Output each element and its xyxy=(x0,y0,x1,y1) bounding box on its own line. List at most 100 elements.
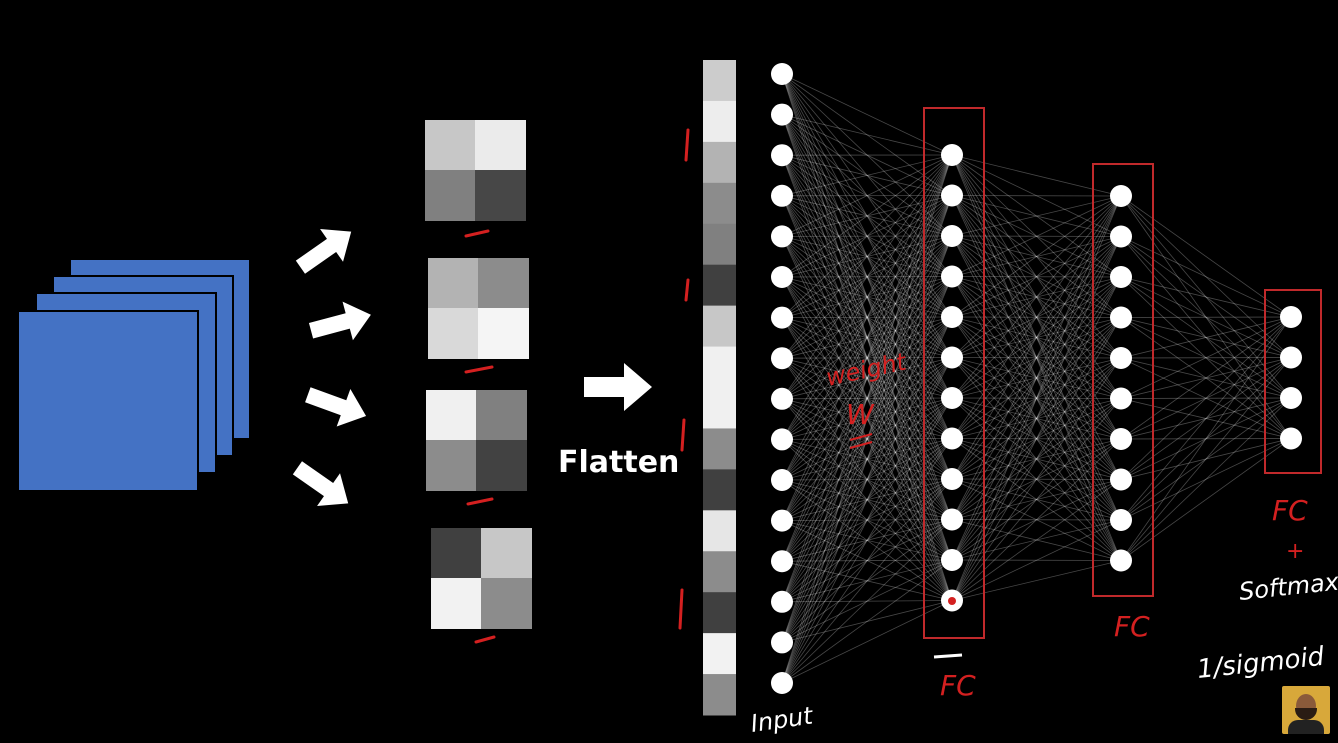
pooled-cell xyxy=(475,170,526,221)
connection-line xyxy=(781,600,953,684)
flatten-cell xyxy=(703,141,736,184)
feature-map xyxy=(17,310,199,492)
arrow-icon xyxy=(305,387,367,427)
pooled-cell xyxy=(478,258,529,309)
fc2-node xyxy=(1110,347,1132,369)
input-node xyxy=(771,387,793,410)
pooled-map xyxy=(426,390,527,491)
connection-line xyxy=(1120,357,1292,440)
connection-line xyxy=(1120,316,1292,440)
pooling-arrows xyxy=(292,229,371,506)
fc1-node xyxy=(941,265,963,288)
pooled-map xyxy=(428,258,529,359)
pooled-cell xyxy=(428,308,479,359)
pooled-cell xyxy=(425,170,476,221)
connection-line xyxy=(951,560,1122,601)
plus-annotation: + xyxy=(1286,539,1304,564)
pooled-cell xyxy=(426,440,477,491)
selected-node-mark xyxy=(948,597,956,605)
flatten-column xyxy=(703,60,736,716)
fc1-underline xyxy=(933,653,963,659)
flatten-arrow-icon xyxy=(584,363,652,411)
connection-line xyxy=(1120,276,1292,358)
fc1-box xyxy=(923,107,985,639)
output-box xyxy=(1264,289,1322,474)
input-node xyxy=(771,306,793,329)
fc1-node xyxy=(941,225,963,247)
w-underline xyxy=(849,433,873,449)
input-node xyxy=(771,347,793,370)
flatten-cell xyxy=(703,674,736,716)
input-node xyxy=(771,103,793,126)
connection-line xyxy=(1120,438,1292,480)
connection-line xyxy=(1120,357,1292,521)
fc2-node xyxy=(1110,549,1132,572)
fc2-node xyxy=(1110,306,1132,329)
connection-line xyxy=(1120,398,1292,439)
fc1-node xyxy=(941,346,963,369)
connection-line xyxy=(1120,357,1292,399)
connection-line xyxy=(1120,316,1292,480)
connection-line xyxy=(781,73,953,156)
fc2-node xyxy=(1110,225,1132,248)
input-node xyxy=(771,266,793,288)
connection-line xyxy=(1120,357,1292,399)
connection-line xyxy=(1120,317,1292,439)
connection-line xyxy=(1120,357,1292,480)
connection-line xyxy=(1120,195,1292,318)
output-node xyxy=(1280,306,1302,328)
output-node xyxy=(1280,387,1302,409)
pooled-cell xyxy=(481,528,532,579)
connection-line xyxy=(1120,357,1292,439)
input-node xyxy=(771,590,793,613)
flatten-cell xyxy=(703,264,736,307)
flatten-label: Flatten xyxy=(558,445,679,480)
connection-line xyxy=(1120,195,1292,439)
input-node xyxy=(771,63,793,85)
fc1-label: FC xyxy=(940,669,976,702)
pooled-map xyxy=(431,528,532,629)
connection-line xyxy=(951,317,1122,601)
connection-line xyxy=(1120,357,1292,561)
flatten-cell xyxy=(703,469,736,511)
softmax-annotation: Softmax xyxy=(1238,568,1338,606)
input-node xyxy=(771,631,793,654)
connection-line xyxy=(951,195,1122,197)
pooled-maps xyxy=(425,120,532,629)
annotation-marks xyxy=(464,128,690,644)
fc2-node xyxy=(1110,428,1132,450)
input-node xyxy=(771,184,793,207)
input-node xyxy=(771,672,793,694)
connection-line xyxy=(1120,316,1292,399)
w-annotation: W xyxy=(846,398,875,431)
connection-line xyxy=(951,154,1122,197)
flatten-cell xyxy=(703,387,736,429)
input-node xyxy=(771,509,793,532)
connection-line xyxy=(1120,236,1292,358)
pooled-cell xyxy=(425,120,476,171)
input-annotation: Input xyxy=(749,701,816,738)
fc2-label: FC xyxy=(1114,610,1150,643)
connection-line xyxy=(1120,236,1292,399)
connection-line xyxy=(1120,397,1292,561)
flatten-cell xyxy=(703,551,736,593)
connection-line xyxy=(1120,317,1292,358)
pooled-cell xyxy=(426,390,477,441)
connection-line xyxy=(1120,438,1292,561)
input-node xyxy=(771,225,793,248)
input-node xyxy=(771,550,793,573)
connection-line xyxy=(1120,316,1292,359)
flatten-cell xyxy=(703,510,736,552)
connection-line xyxy=(1120,276,1292,399)
pooled-cell xyxy=(431,578,482,629)
fc1-node xyxy=(941,144,963,166)
flatten-cell xyxy=(703,60,736,102)
fc3-label: FC xyxy=(1272,494,1308,527)
fc1-node xyxy=(941,427,963,450)
arrow-icon xyxy=(308,301,371,341)
output-node xyxy=(1280,427,1302,450)
flatten-cell xyxy=(703,428,736,470)
connection-line xyxy=(1120,397,1292,440)
connection-line xyxy=(1120,438,1292,440)
